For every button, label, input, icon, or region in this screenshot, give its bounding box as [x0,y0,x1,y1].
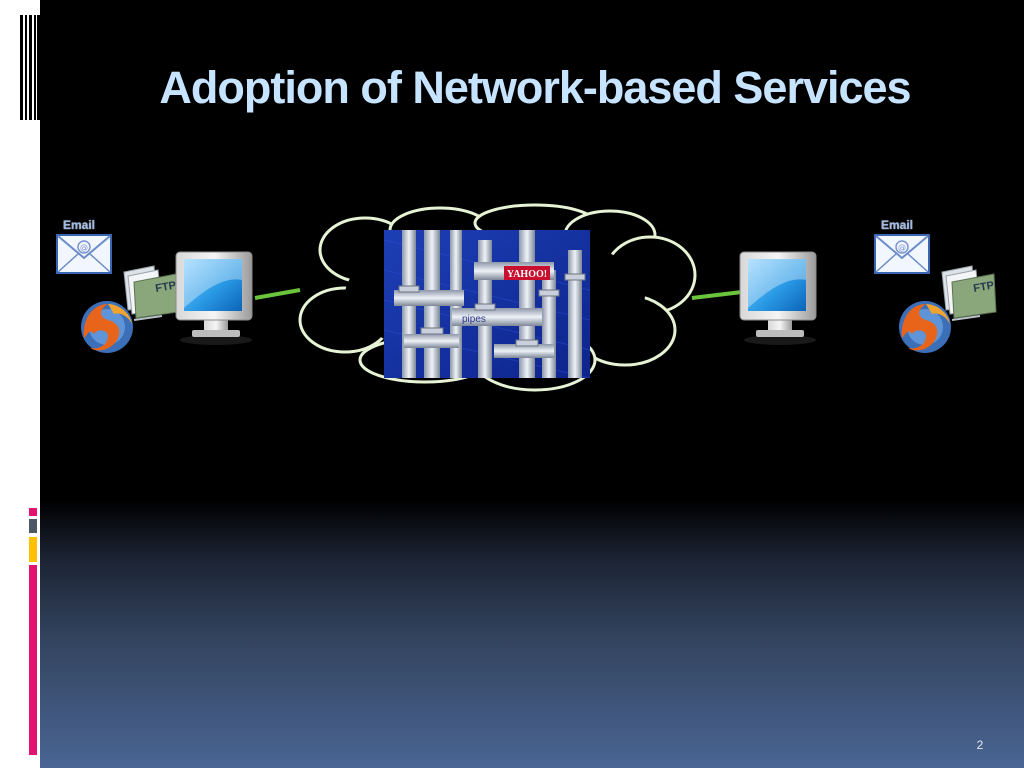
right-computer-monitor-icon [739,251,817,345]
ftp-folder-icon: FTP [941,265,997,321]
ftp-folder-icon: FTP [123,265,179,321]
email-envelope-icon: @ [56,234,112,274]
right-ftp-label: FTP [972,280,995,295]
left-computer-monitor-icon [175,251,253,345]
page-number: 2 [976,738,984,752]
yahoo-label: YAHOO! [507,269,547,280]
left-decorative-bar [0,0,40,768]
accent-pink-long [29,565,37,755]
left-email-label: Email [63,218,96,232]
svg-text:@: @ [898,243,906,252]
firefox-icon [899,301,951,353]
right-email-label: Email [881,218,914,232]
svg-text:@: @ [80,243,88,252]
accent-yellow [29,537,37,562]
left-link-line [254,288,301,300]
right-link-line [691,290,743,300]
yahoo-pipes-image: YAHOO! pipes [384,230,590,378]
left-ftp-label: FTP [154,280,177,295]
slide-title: Adoption of Network-based Services [159,62,911,113]
accent-pink-small [29,508,37,516]
accent-gray [29,519,37,533]
pipes-label: pipes [462,314,486,325]
email-envelope-icon: @ [874,234,930,274]
firefox-icon [81,301,133,353]
